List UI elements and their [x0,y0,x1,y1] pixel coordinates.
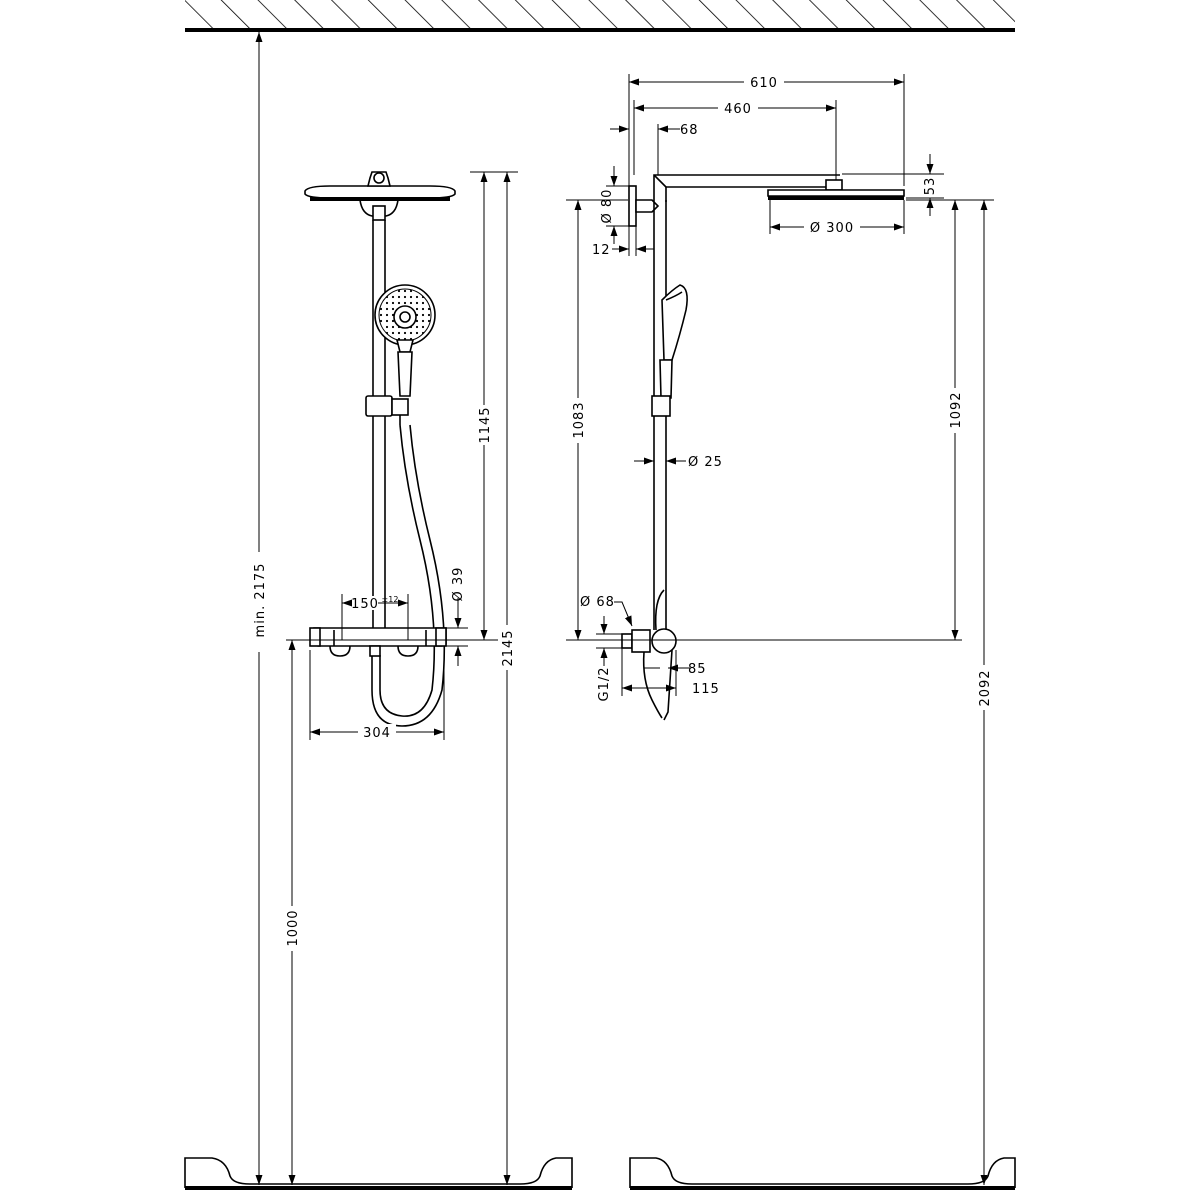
shower-arm-side [653,174,843,202]
dim-68-top: 68 [680,123,699,138]
dimension-labels: min. 2175 1145 2145 1000 304 150 ±12 Ø 3… [250,74,993,951]
dim-tolerance-12: ±12 [382,595,399,604]
dim-diameter-25: Ø 25 [688,455,723,470]
dim-115: 115 [692,682,720,697]
dim-1083: 1083 [572,401,587,438]
dim-g1-2: G1/2 [597,667,612,702]
dim-min-2175: min. 2175 [253,563,268,638]
floor-tray-left [184,1157,573,1190]
dim-150: 150 [351,597,379,612]
ceiling [185,0,1015,32]
dim-diameter-300: Ø 300 [810,221,854,236]
thermostat-side [621,589,677,721]
dim-1092: 1092 [949,391,964,428]
dim-1145: 1145 [478,406,493,443]
dim-53: 53 [923,177,938,196]
side-view [621,174,905,721]
dim-diameter-39: Ø 39 [451,567,466,602]
dim-610: 610 [750,76,778,91]
side-dimension-lines [566,74,994,1185]
floor-tray-right [629,1157,1016,1190]
dim-diameter-80: Ø 80 [600,189,615,224]
dim-diameter-68: Ø 68 [580,595,615,610]
overhead-shower-side [767,189,905,200]
hand-shower-front [374,284,436,397]
dim-85: 85 [688,662,707,677]
dim-304: 304 [363,726,391,741]
hose-front [371,424,446,727]
dim-1000: 1000 [286,909,301,946]
riser-pipe-front [372,220,386,628]
dim-12: 12 [592,243,611,258]
hand-shower-side [659,284,688,399]
slider-side [651,395,671,417]
dim-2092: 2092 [978,669,993,706]
slider-front [365,395,409,425]
dim-460: 460 [724,102,752,117]
thermostat-front [309,627,447,657]
front-dimension-lines [255,32,518,1185]
overhead-shower-front [304,171,456,221]
dim-2145: 2145 [501,629,516,666]
front-view [304,171,456,727]
wall-bracket-side [628,185,660,227]
